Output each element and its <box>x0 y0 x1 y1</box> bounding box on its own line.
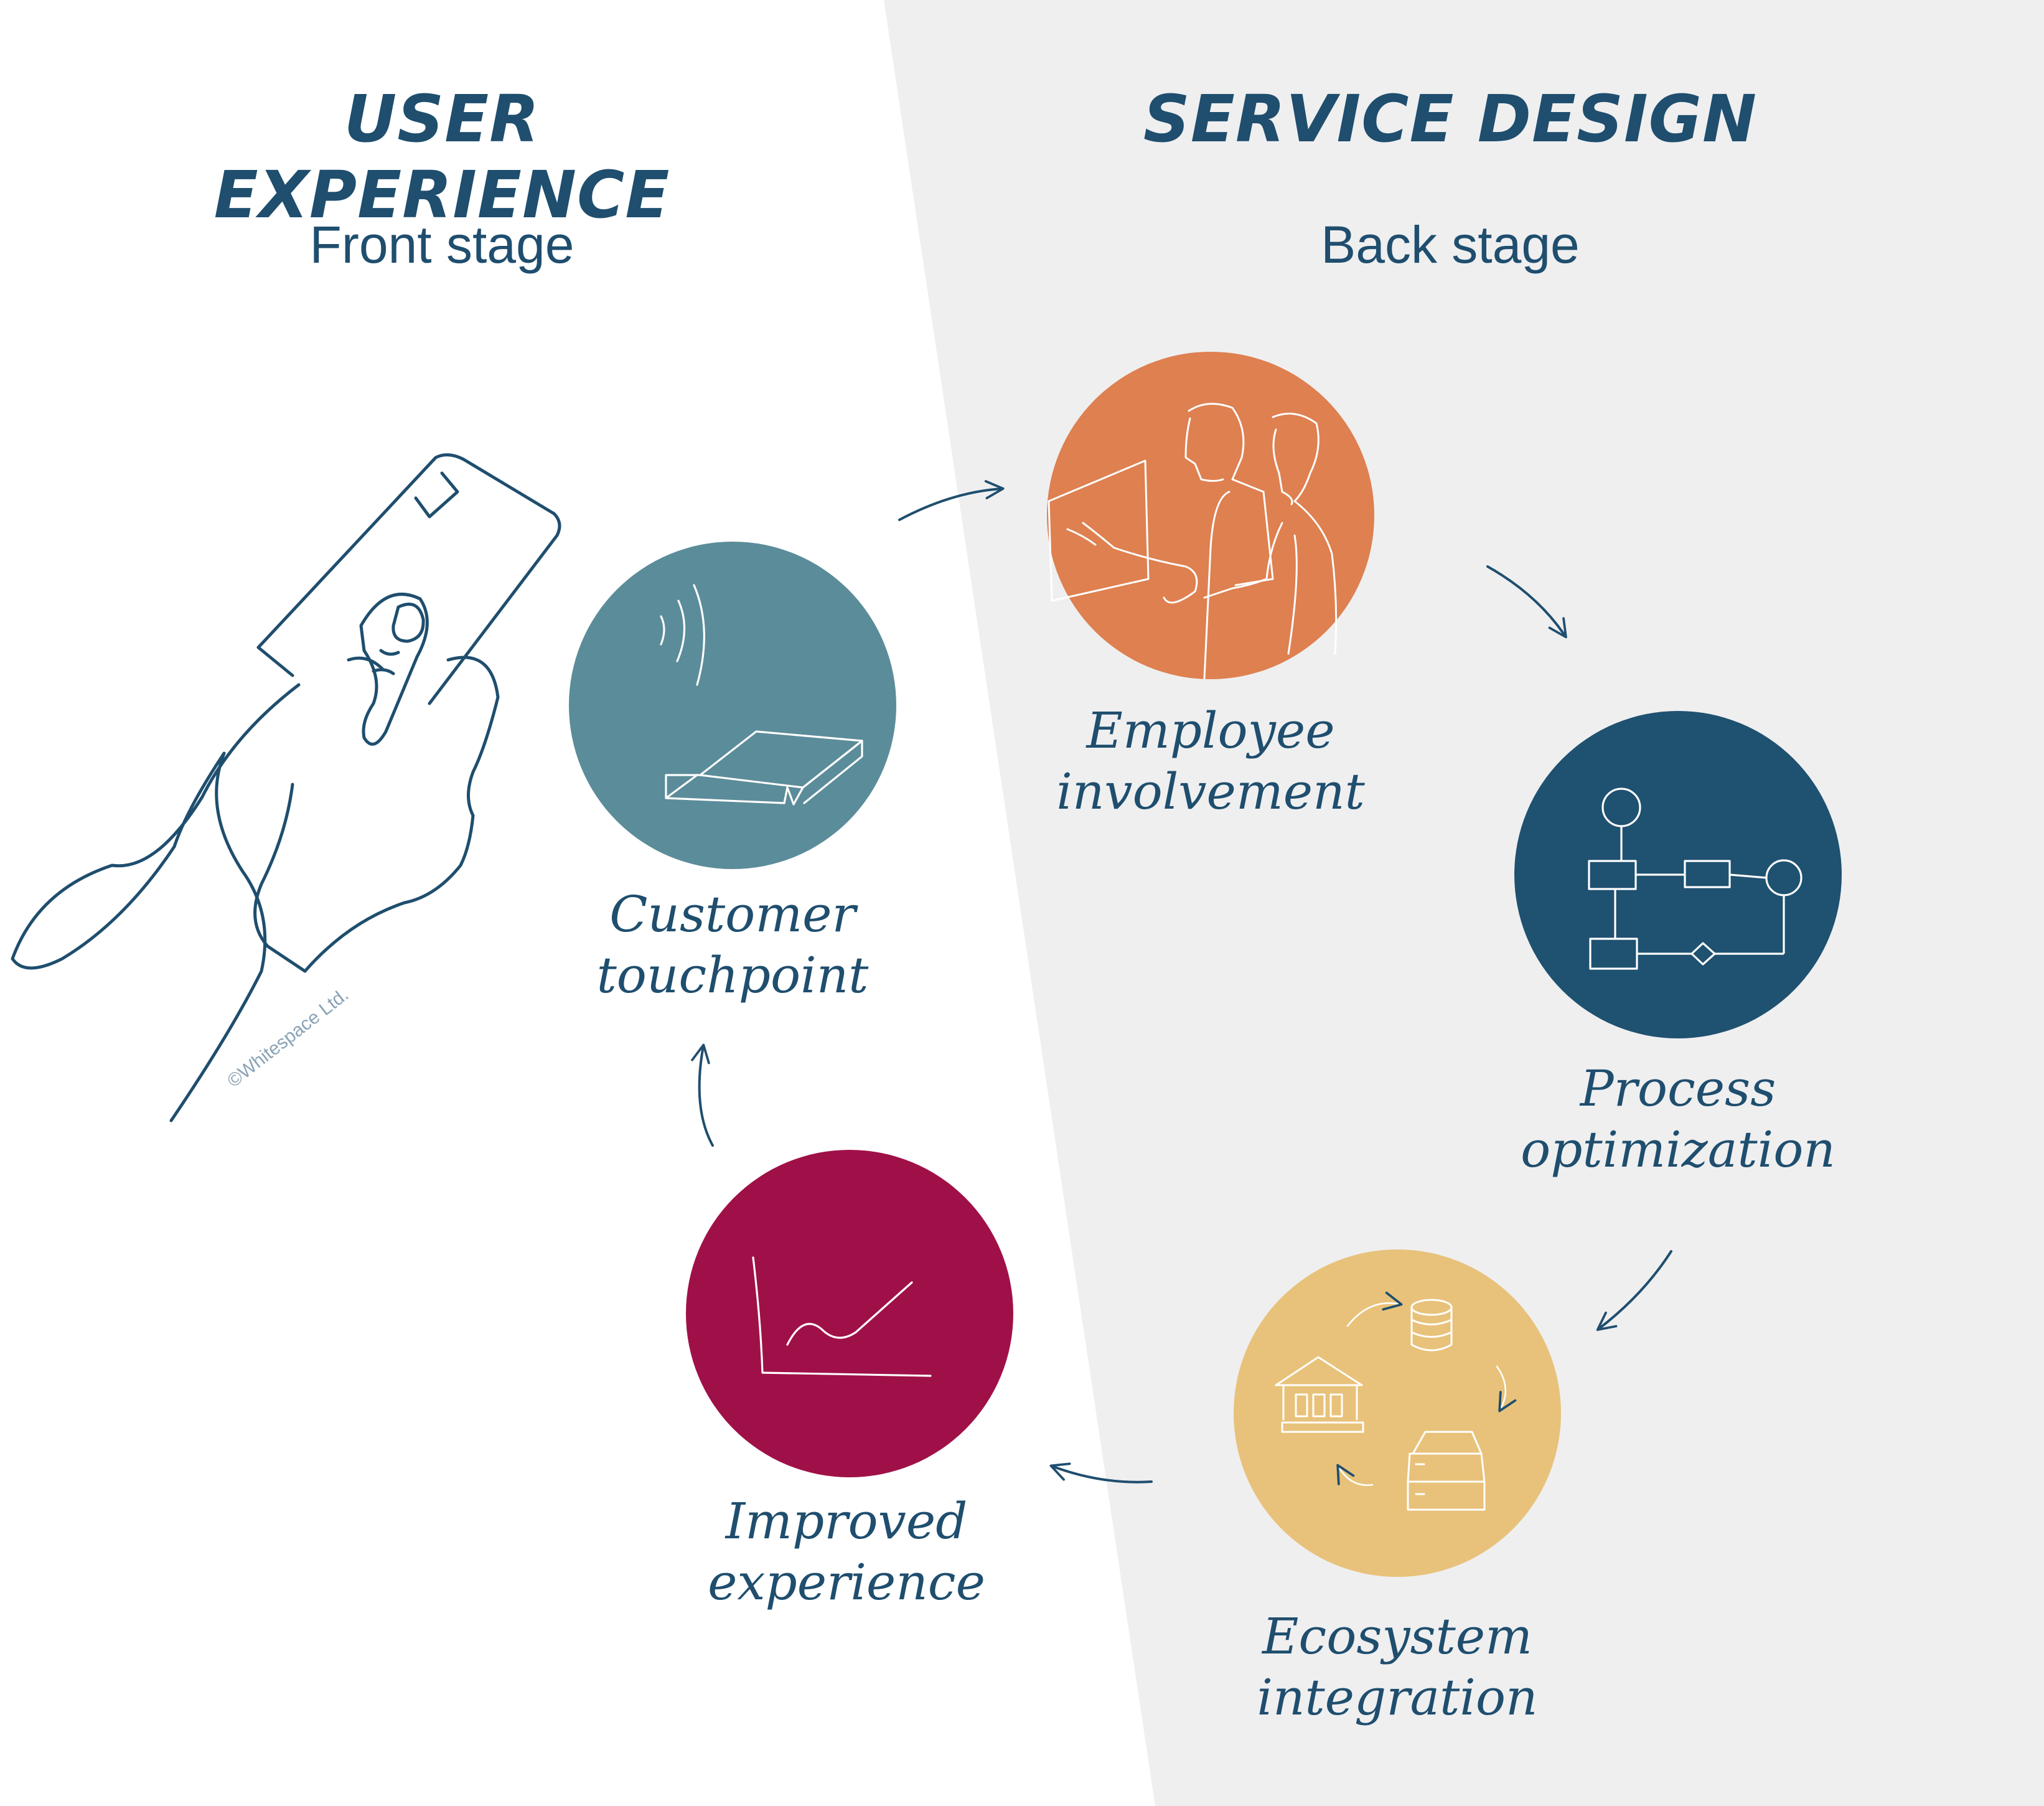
nfc-reader-icon <box>660 584 863 806</box>
improved-experience-label: Improved experience <box>660 1491 1033 1613</box>
arrow-touchpoint-to-employee <box>898 480 1005 521</box>
service-design-title: SERVICE DESIGN <box>1143 81 1758 157</box>
flowchart-icon <box>1588 788 1803 970</box>
employee-involvement-circle <box>1047 352 1374 679</box>
arrow-process-to-ecosystem <box>1596 1250 1672 1331</box>
process-optimization-label-line1: Process <box>1580 1060 1776 1117</box>
improved-experience-label-line1: Improved <box>725 1492 968 1550</box>
improved-experience-label-line2: experience <box>708 1553 985 1611</box>
ecosystem-integration-label-line2: integration <box>1257 1668 1538 1726</box>
arrow-employee-to-process <box>1486 565 1567 639</box>
ecosystem-integration-label-line1: Ecosystem <box>1262 1607 1533 1665</box>
customer-touchpoint-label: Customer touchpoint <box>546 884 919 1006</box>
people-at-screen-icon <box>1048 403 1338 680</box>
customer-touchpoint-label-line2: touchpoint <box>596 946 869 1004</box>
user-experience-title: USER EXPERIENCE <box>213 81 670 233</box>
customer-touchpoint-label-line1: Customer <box>609 885 856 943</box>
process-optimization-label: Process optimization <box>1491 1058 1865 1180</box>
employee-involvement-label-line2: involvement <box>1056 763 1365 821</box>
ecosystem-integration-label: Ecosystem integration <box>1211 1606 1584 1728</box>
arrow-ecosystem-to-improved <box>1049 1462 1153 1484</box>
front-stage-subtitle: Front stage <box>309 215 574 274</box>
employee-involvement-label-line1: Employee <box>1086 702 1335 760</box>
bank-database-server-cycle-icon <box>1275 1291 1517 1511</box>
process-optimization-label-line2: optimization <box>1521 1121 1835 1178</box>
rising-line-graph-icon <box>752 1256 932 1377</box>
hand-phone-illustration <box>11 453 561 1122</box>
ecosystem-integration-circle <box>1234 1249 1561 1577</box>
employee-involvement-label: Employee involvement <box>1024 700 1397 822</box>
cycle-arrows <box>691 480 1672 1484</box>
back-stage-subtitle: Back stage <box>1321 215 1580 274</box>
arrow-improved-to-touchpoint <box>691 1043 714 1147</box>
customer-touchpoint-circle <box>569 542 896 869</box>
improved-experience-circle <box>686 1150 1013 1477</box>
